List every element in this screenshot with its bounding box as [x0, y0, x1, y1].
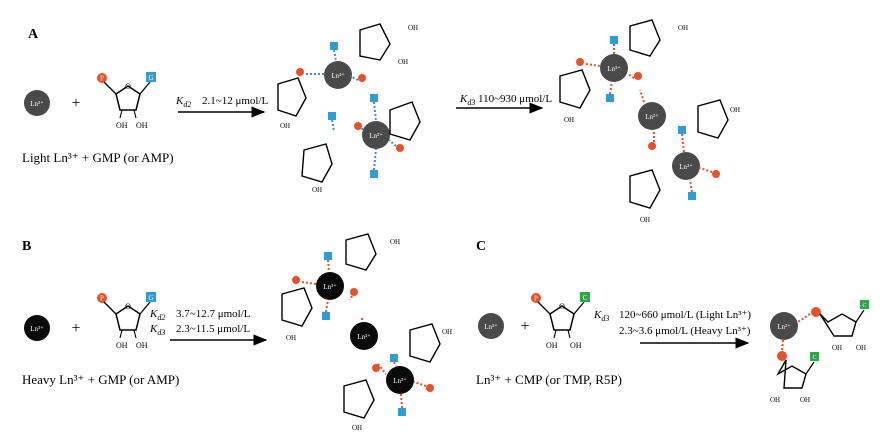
kd3-value-a: 110~930 μmol/L	[478, 93, 552, 105]
panel-c: C Ln³⁺ + P O C OH OH Ln³⁺ + CMP (or TMP,…	[476, 239, 869, 404]
svg-text:Kd2: Kd2	[149, 308, 165, 322]
svg-text:O: O	[125, 82, 131, 91]
svg-text:Ln³⁺: Ln³⁺	[607, 65, 621, 73]
panel-b-caption: Heavy Ln³⁺ + GMP (or AMP)	[22, 372, 179, 387]
svg-text:OH: OH	[730, 106, 740, 114]
arrow-c: Kd3 120~660 μmol/L (Light Ln³⁺) 2.3~3.6 …	[593, 309, 751, 349]
svg-text:OH: OH	[832, 344, 842, 352]
svg-text:OH: OH	[564, 116, 574, 124]
ion-label: Ln³⁺	[30, 100, 44, 108]
ln-ion-reactant-c: Ln³⁺	[478, 313, 504, 339]
svg-text:OH: OH	[136, 121, 148, 130]
svg-text:Ln³⁺: Ln³⁺	[679, 163, 693, 171]
svg-text:OH: OH	[352, 424, 362, 432]
svg-text:OH: OH	[116, 121, 128, 130]
svg-text:C: C	[812, 355, 816, 361]
svg-text:P: P	[534, 295, 538, 303]
kd3-value-b: 2.3~11.5 μmol/L	[176, 323, 250, 335]
svg-text:OH: OH	[312, 186, 322, 194]
cmp-molecule: P O C OH OH	[531, 292, 590, 350]
svg-text:Kd2: Kd2	[175, 95, 191, 109]
svg-text:P: P	[100, 75, 104, 83]
svg-text:P: P	[100, 295, 104, 303]
panel-c-label: C	[476, 239, 486, 254]
svg-text:C: C	[583, 294, 588, 302]
kd3-heavy-value-c: 2.3~3.6 μmol/L (Heavy Ln³⁺)	[619, 325, 751, 337]
svg-text:Ln³⁺: Ln³⁺	[645, 113, 659, 121]
heavy-ln-ion-reactant: Ln³⁺	[24, 315, 50, 341]
svg-text:OH: OH	[408, 24, 418, 32]
svg-text:OH: OH	[546, 341, 558, 350]
arrow-a2: Kd3 110~930 μmol/L	[456, 93, 552, 114]
svg-text:Ln³⁺: Ln³⁺	[369, 132, 383, 140]
ln-cmp-complex: Ln³⁺ C OH OH C OH OH	[770, 300, 869, 404]
svg-text:Ln³⁺: Ln³⁺	[331, 72, 345, 80]
svg-text:G: G	[148, 294, 153, 302]
kd2-value-a: 2.1~12 μmol/L	[202, 95, 269, 107]
svg-text:OH: OH	[570, 341, 582, 350]
svg-text:OH: OH	[678, 24, 688, 32]
svg-text:OH: OH	[800, 396, 810, 404]
svg-text:OH: OH	[398, 58, 408, 66]
svg-text:C: C	[862, 303, 866, 309]
svg-text:OH: OH	[116, 341, 128, 350]
panel-a-label: A	[28, 27, 39, 42]
svg-text:OH: OH	[442, 328, 452, 336]
panel-b: B Ln³⁺ + P O G OH OH Heavy Ln³⁺ + GMP (o…	[22, 233, 452, 432]
arrow-b: Kd2 3.7~12.7 μmol/L Kd3 2.3~11.5 μmol/L	[149, 308, 268, 346]
svg-text:O: O	[559, 302, 565, 311]
svg-text:OH: OH	[640, 216, 650, 224]
trimer-complex-a: Ln³⁺ Ln³⁺ Ln³⁺ OH OH OH OH	[559, 19, 740, 224]
arrow-a1: Kd2 2.1~12 μmol/L	[175, 95, 269, 118]
svg-text:OH: OH	[770, 396, 780, 404]
gmp-molecule: P O G OH OH	[97, 72, 156, 130]
svg-text:Kd3: Kd3	[149, 323, 165, 337]
svg-text:Ln³⁺: Ln³⁺	[393, 377, 407, 385]
panel-c-caption: Ln³⁺ + CMP (or TMP, R5P)	[476, 372, 622, 387]
svg-text:OH: OH	[136, 341, 148, 350]
kd2-value-b: 3.7~12.7 μmol/L	[176, 308, 251, 320]
kd3-light-value-c: 120~660 μmol/L (Light Ln³⁺)	[619, 309, 751, 321]
svg-text:O: O	[125, 302, 131, 311]
svg-text:Ln³⁺: Ln³⁺	[30, 325, 44, 333]
svg-text:OH: OH	[390, 238, 400, 246]
panel-a: A Ln³⁺ + P O G OH OH Light Ln³⁺ + GMP (o…	[22, 19, 740, 224]
svg-text:Ln³⁺: Ln³⁺	[777, 323, 791, 331]
svg-text:Ln³⁺: Ln³⁺	[357, 333, 371, 341]
svg-text:G: G	[148, 74, 153, 82]
panel-b-label: B	[22, 239, 31, 254]
dimer-complex-a: Ln³⁺ Ln³⁺ OH OH OH OH	[277, 23, 421, 194]
plus-sign: +	[71, 95, 80, 112]
gmp-molecule-b: P O G OH OH	[97, 292, 156, 350]
svg-text:+: +	[71, 320, 80, 337]
svg-text:Ln³⁺: Ln³⁺	[484, 323, 498, 331]
svg-text:Ln³⁺: Ln³⁺	[323, 283, 337, 291]
panel-a-caption: Light Ln³⁺ + GMP (or AMP)	[22, 150, 174, 165]
trimer-complex-b: Ln³⁺ Ln³⁺ Ln³⁺ OH OH OH OH	[281, 233, 452, 432]
svg-text:OH: OH	[286, 334, 296, 342]
light-ln-ion-reactant: Ln³⁺	[24, 90, 50, 116]
svg-text:OH: OH	[856, 344, 866, 352]
svg-text:Kd3: Kd3	[459, 93, 475, 107]
svg-text:OH: OH	[280, 122, 290, 130]
svg-text:+: +	[520, 318, 529, 335]
svg-text:Kd3: Kd3	[593, 309, 609, 323]
